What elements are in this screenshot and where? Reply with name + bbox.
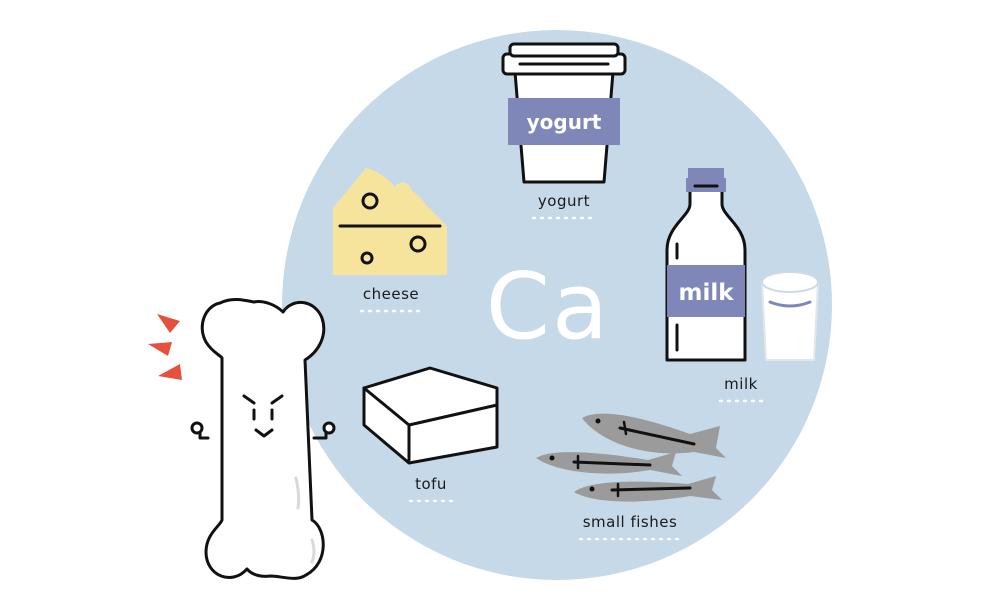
fish-icon bbox=[582, 413, 726, 458]
yogurt-package-text: yogurt bbox=[527, 110, 602, 134]
bone-character-icon bbox=[190, 298, 336, 580]
fish-icon bbox=[536, 452, 682, 476]
milk-label: milk bbox=[724, 375, 758, 393]
milk-package-text: milk bbox=[678, 280, 734, 306]
tofu-block-icon bbox=[362, 366, 499, 465]
cheese-label: cheese bbox=[363, 285, 419, 303]
milk-bottle-icon bbox=[665, 168, 747, 362]
alert-marks-icon bbox=[148, 314, 182, 380]
fish-icon bbox=[574, 476, 722, 502]
tofu-label: tofu bbox=[415, 475, 447, 493]
cheese-wedge-icon bbox=[333, 168, 447, 275]
yogurt-label: yogurt bbox=[538, 192, 590, 210]
calcium-symbol: Ca bbox=[486, 253, 611, 360]
small-fishes-label: small fishes bbox=[583, 513, 678, 531]
yogurt-cup-icon bbox=[501, 42, 627, 184]
milk-glass-icon bbox=[760, 271, 820, 361]
